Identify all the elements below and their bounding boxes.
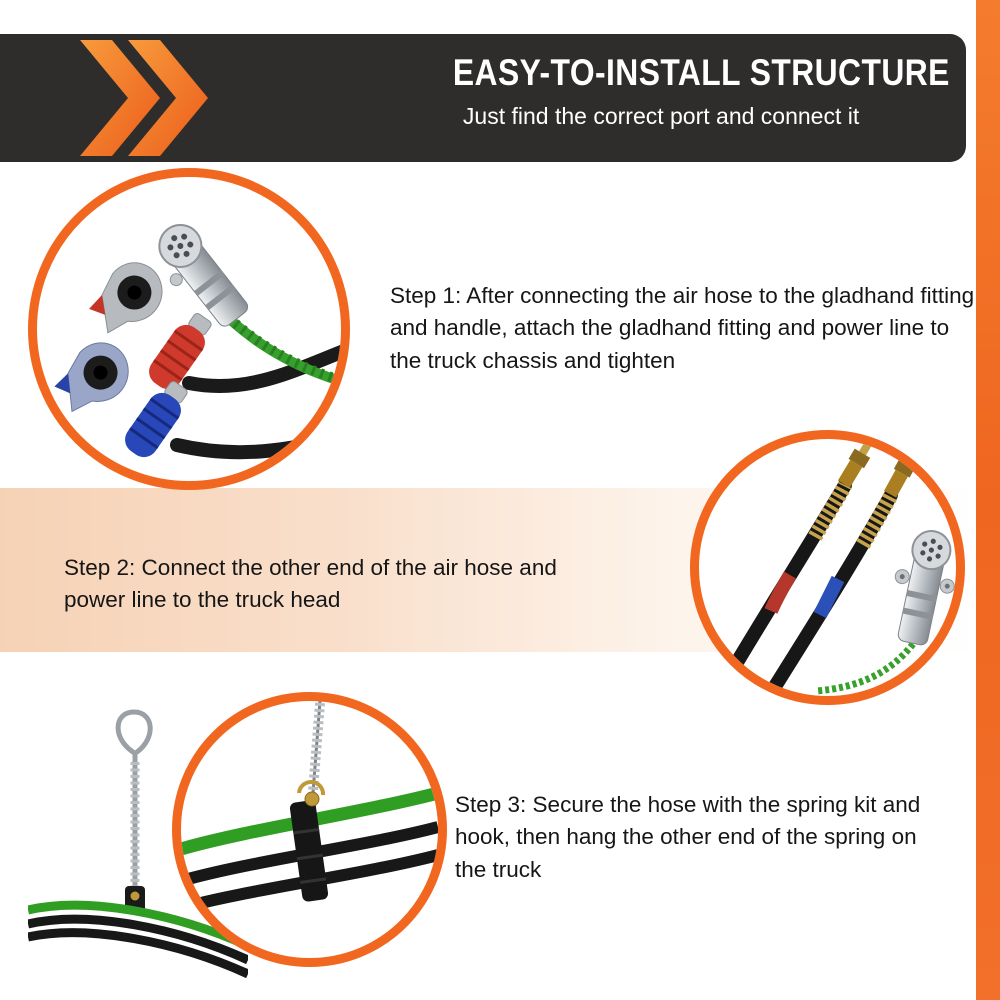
blue-grip-handle bbox=[125, 381, 188, 458]
header-banner: EASY-TO-INSTALL STRUCTURE Just find the … bbox=[0, 34, 966, 162]
spring-hook-rod-photo bbox=[26, 709, 250, 979]
black-hose-2 bbox=[27, 928, 250, 979]
spring-kit bbox=[308, 701, 325, 794]
page-title: EASY-TO-INSTALL STRUCTURE bbox=[453, 52, 950, 93]
step3-text: Step 3: Secure the hose with the spring … bbox=[455, 792, 921, 882]
hose-clamp bbox=[289, 800, 329, 902]
step1-text: Step 1: After connecting the air hose to… bbox=[390, 283, 975, 373]
seven-way-plug bbox=[894, 530, 955, 646]
brass-fitting-2 bbox=[883, 450, 917, 498]
step3-hook-photo bbox=[26, 700, 250, 980]
gladhand-fittings-and-seven-way-plug-photo bbox=[54, 223, 341, 460]
spring-hook-and-hose-clamp-photo bbox=[181, 701, 438, 914]
seven-way-plug bbox=[158, 223, 249, 327]
air-hose-ends-and-seven-way-plug-photo bbox=[710, 440, 955, 696]
step1-photo-circle bbox=[28, 168, 350, 490]
double-chevron-right-icon bbox=[80, 40, 208, 156]
green-tender-spring bbox=[816, 641, 916, 695]
red-gladhand-fitting bbox=[89, 262, 163, 334]
black-hose-1 bbox=[26, 914, 250, 965]
page-subtitle: Just find the correct port and connect i… bbox=[462, 103, 860, 129]
air-hose-blue-band bbox=[762, 488, 898, 696]
brass-shackle bbox=[297, 780, 326, 807]
step2-text: Step 2: Connect the other end of the air… bbox=[64, 555, 557, 613]
step2-photo-circle bbox=[690, 430, 965, 705]
header-text-block: EASY-TO-INSTALL STRUCTURE Just find the … bbox=[372, 52, 950, 130]
blue-gladhand-fitting bbox=[54, 342, 129, 413]
red-grip-handle bbox=[149, 313, 212, 390]
step3-photo-circle bbox=[172, 692, 447, 967]
right-accent-stripe bbox=[976, 0, 1000, 1000]
black-air-hoses bbox=[170, 344, 341, 460]
brass-fitting-1 bbox=[837, 440, 873, 488]
hanger-hook bbox=[115, 709, 153, 755]
brass-shackle bbox=[130, 891, 140, 901]
